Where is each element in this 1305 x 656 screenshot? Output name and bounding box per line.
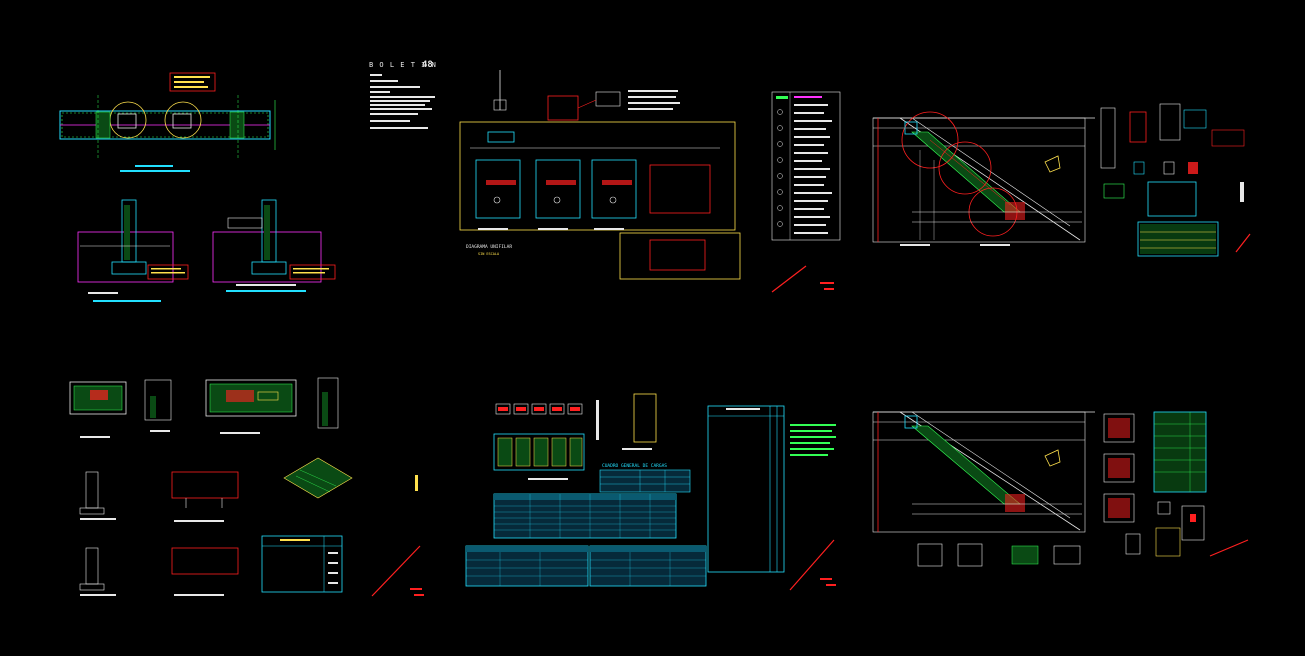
bulletin-title: B O L E T I N	[369, 61, 437, 69]
single-line-scale: SIN ESCALA	[478, 252, 500, 256]
single-line-title: DIAGRAMA UNIFILAR	[466, 244, 512, 250]
sheet-bulletin: B O L E T I N 48	[369, 60, 437, 129]
sheet-single-line-diagram: DIAGRAMA UNIFILAR SIN ESCALA	[459, 70, 841, 293]
bulletin-number: 48	[422, 60, 433, 70]
sheet-foundation-details	[59, 72, 336, 302]
sheet-load-schedule: CUADRO GENERAL DE CARGAS	[465, 393, 836, 591]
sheet-room-plans	[69, 377, 424, 597]
sheet-site-plan-bottom	[872, 411, 1249, 567]
sheet-site-plan-top	[872, 103, 1251, 257]
load-table-title: CUADRO GENERAL DE CARGAS	[602, 463, 667, 469]
